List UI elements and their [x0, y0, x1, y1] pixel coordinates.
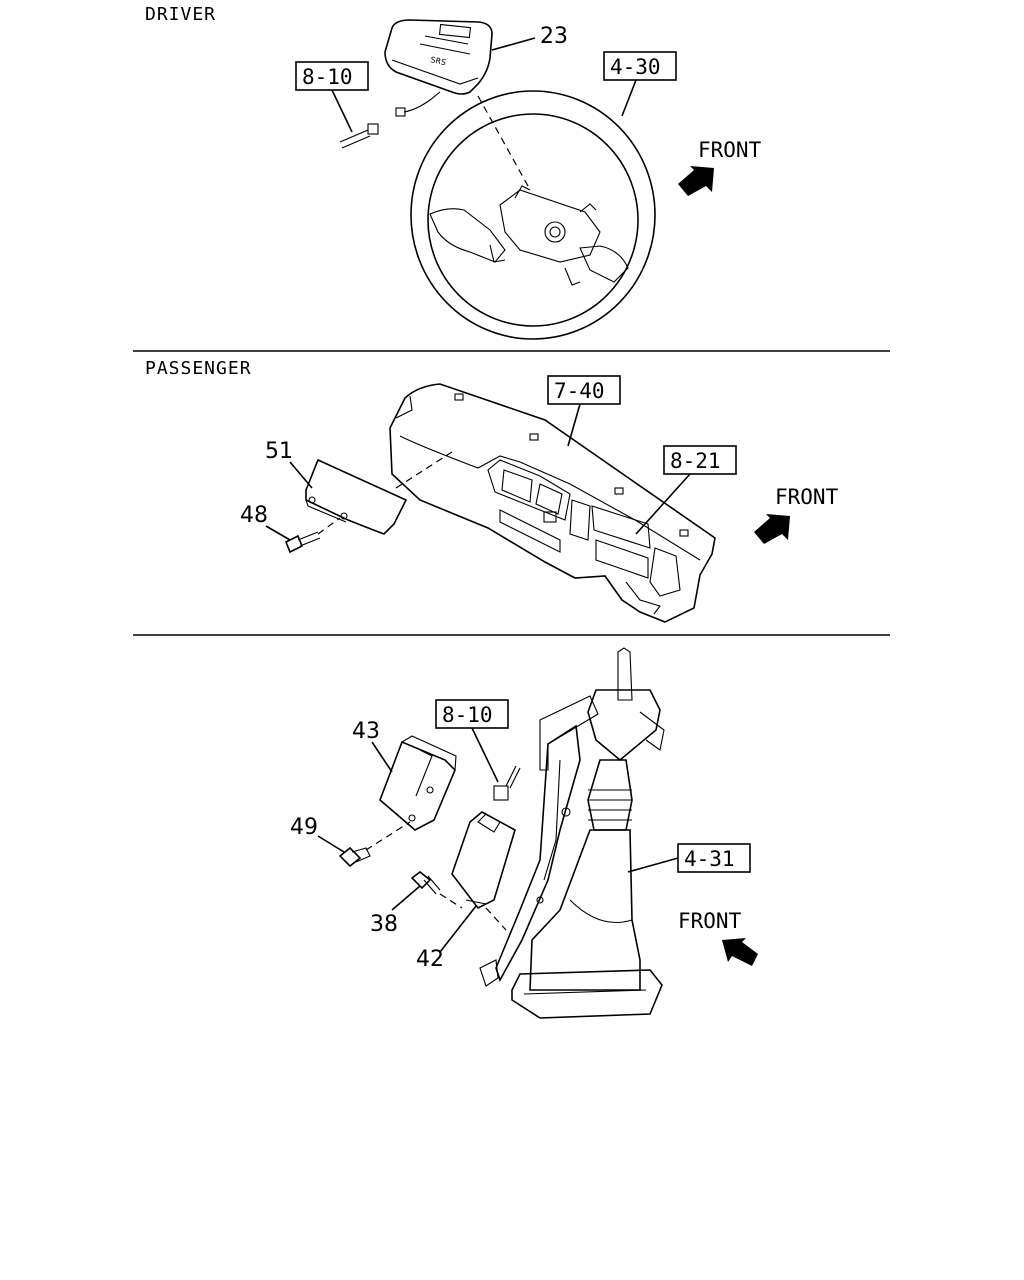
front-label-column: FRONT: [678, 909, 742, 933]
front-label-driver: FRONT: [698, 138, 762, 162]
callout-8-10-column: 8-10: [442, 703, 493, 727]
callout-43: 43: [352, 719, 380, 744]
sensor-unit-42: [451, 811, 516, 910]
steering-wheel: [410, 90, 656, 340]
callout-8-10-driver: 8-10: [302, 65, 353, 89]
screw-49: [338, 846, 371, 868]
callout-4-30: 4-30: [610, 55, 661, 79]
callout-box-4-30: [603, 51, 677, 81]
control-unit-43: [379, 735, 457, 831]
passenger-airbag-module: [305, 458, 408, 535]
callout-48: 48: [240, 503, 268, 528]
driver-airbag-module: SRS: [384, 19, 493, 117]
bolt-48: [284, 531, 321, 554]
column-connector: [493, 765, 521, 801]
callout-42: 42: [416, 947, 444, 972]
section-label-passenger: PASSENGER: [145, 358, 252, 379]
callout-38: 38: [370, 912, 398, 937]
bolt-38: [410, 870, 441, 895]
callout-box-4-31: [677, 843, 751, 873]
instrument-panel: [389, 383, 716, 623]
front-arrow-driver: [678, 166, 714, 196]
callout-51: 51: [265, 439, 293, 464]
front-arrow-passenger: [754, 514, 790, 544]
callout-box-8-10-column: [435, 699, 509, 729]
front-arrow-column: [722, 938, 758, 966]
callout-box-8-21: [663, 445, 737, 475]
callout-49: 49: [290, 815, 318, 840]
callout-7-40: 7-40: [554, 379, 605, 403]
steering-column: [479, 647, 665, 1019]
callout-8-21: 8-21: [670, 449, 721, 473]
callout-4-31: 4-31: [684, 847, 735, 871]
front-label-passenger: FRONT: [775, 485, 839, 509]
callout-box-7-40: [547, 375, 621, 405]
section-label-driver: DRIVER: [145, 4, 216, 25]
callout-23: 23: [540, 24, 568, 49]
driver-connector: [339, 123, 379, 149]
srs-marking: SRS: [430, 55, 447, 67]
